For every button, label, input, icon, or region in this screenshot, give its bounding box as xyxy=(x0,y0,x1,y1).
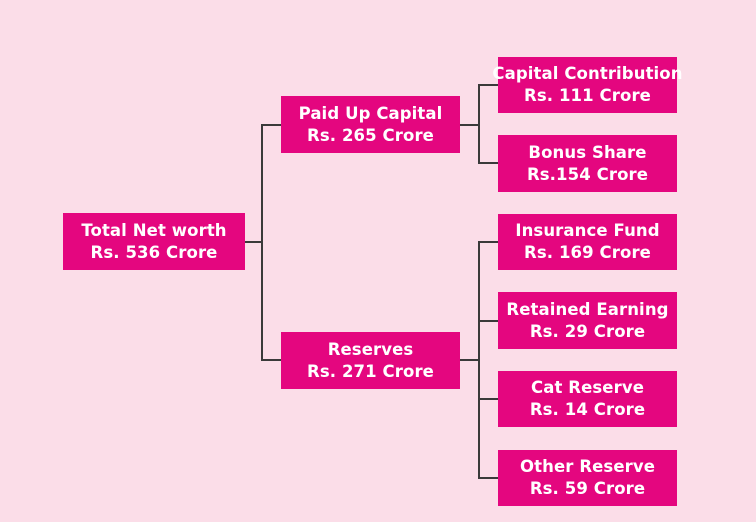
connector-root-trunk xyxy=(261,124,263,361)
node-capital-contribution: Capital Contribution Rs. 111 Crore xyxy=(492,57,682,113)
node-reserves-title: Reserves xyxy=(327,339,414,359)
node-paid-up-capital: Paid Up Capital Rs. 265 Crore xyxy=(281,96,460,153)
node-retained-earning-value: Rs. 29 Crore xyxy=(529,321,646,341)
node-bonus-share-title: Bonus Share xyxy=(528,142,647,162)
node-paid-up-capital-title: Paid Up Capital xyxy=(298,103,443,123)
node-paid-up-capital-value: Rs. 265 Crore xyxy=(307,125,434,145)
node-retained-earning: Retained Earning Rs. 29 Crore xyxy=(498,292,677,349)
node-cat-reserve-value: Rs. 14 Crore xyxy=(529,400,646,419)
connector-to-bonus-share xyxy=(478,162,498,164)
connector-to-paid-up-capital xyxy=(261,124,281,126)
node-bonus-share: Bonus Share Rs.154 Crore xyxy=(498,135,677,192)
node-cat-reserve: Cat Reserve Rs. 14 Crore xyxy=(498,371,677,427)
connector-paid-up-stub xyxy=(460,124,480,126)
node-capital-contribution-title: Capital Contribution xyxy=(492,64,683,83)
connector-to-retained-earning xyxy=(478,320,498,322)
node-cat-reserve-title: Cat Reserve xyxy=(531,378,644,397)
connector-root-stub xyxy=(245,241,263,243)
connector-paid-up-trunk xyxy=(478,84,480,164)
node-insurance-fund-title: Insurance Fund xyxy=(515,221,660,240)
node-reserves-value: Rs. 271 Crore xyxy=(307,361,434,381)
connector-reserves-trunk xyxy=(478,241,480,479)
node-bonus-share-value: Rs.154 Crore xyxy=(526,164,649,184)
node-reserves: Reserves Rs. 271 Crore xyxy=(281,332,460,389)
connector-to-insurance-fund xyxy=(478,241,498,243)
node-insurance-fund: Insurance Fund Rs. 169 Crore xyxy=(498,214,677,270)
node-other-reserve: Other Reserve Rs. 59 Crore xyxy=(498,450,677,506)
connector-to-capital-contribution xyxy=(478,84,498,86)
node-capital-contribution-value: Rs. 111 Crore xyxy=(524,86,651,105)
node-retained-earning-title: Retained Earning xyxy=(506,299,669,319)
node-insurance-fund-value: Rs. 169 Crore xyxy=(524,243,651,262)
connector-to-other-reserve xyxy=(478,477,498,479)
node-other-reserve-title: Other Reserve xyxy=(519,457,656,476)
connector-to-cat-reserve xyxy=(478,398,498,400)
node-total-net-worth-title: Total Net worth xyxy=(81,220,227,240)
node-total-net-worth-value: Rs. 536 Crore xyxy=(90,242,218,262)
connector-reserves-stub xyxy=(460,359,480,361)
node-total-net-worth: Total Net worth Rs. 536 Crore xyxy=(63,213,245,270)
connector-to-reserves xyxy=(261,359,281,361)
node-other-reserve-value: Rs. 59 Crore xyxy=(529,479,646,498)
